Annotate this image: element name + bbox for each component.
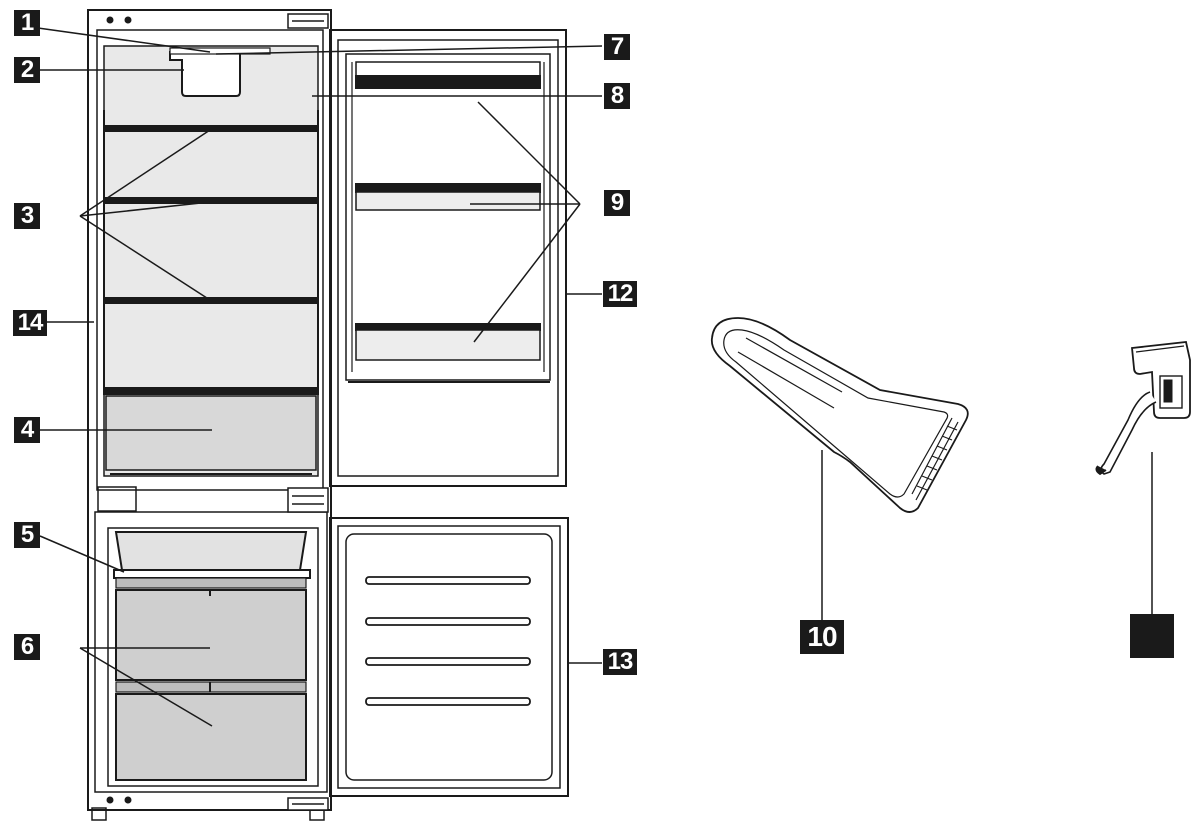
callout-4: 4 — [14, 417, 40, 443]
callout-7: 7 — [604, 34, 630, 60]
callout-10: 10 — [800, 620, 844, 654]
callout-3: 3 — [14, 203, 40, 229]
light-housing — [169, 51, 241, 97]
callout-5: 5 — [14, 522, 40, 548]
control-panel — [97, 486, 137, 512]
callout-2: 2 — [14, 57, 40, 83]
freezer-drawer — [115, 693, 307, 781]
crisper-drawer — [105, 395, 317, 471]
ice-scraper-icon — [710, 317, 969, 513]
fridge-door — [329, 29, 567, 487]
callout-13: 13 — [603, 649, 637, 675]
freezer-tray — [114, 531, 308, 571]
callout-8: 8 — [604, 83, 630, 109]
callout-11 — [1130, 614, 1174, 658]
glass-shelf — [103, 297, 319, 304]
freezer-drawer — [115, 589, 307, 681]
callout-6: 6 — [14, 634, 40, 660]
door-hinges — [287, 13, 329, 811]
freezer-door — [329, 517, 569, 797]
anti-tip-bracket-icon — [1095, 341, 1191, 476]
leader-lines — [37, 27, 1153, 727]
callout-12: 12 — [603, 281, 637, 307]
glass-shelf — [103, 197, 319, 204]
glass-shelf — [103, 125, 319, 132]
callout-9: 9 — [604, 190, 630, 216]
fridge-compartment — [103, 45, 319, 477]
callout-1: 1 — [14, 10, 40, 36]
callout-14: 14 — [13, 310, 47, 336]
freezer-compartment — [107, 527, 319, 787]
